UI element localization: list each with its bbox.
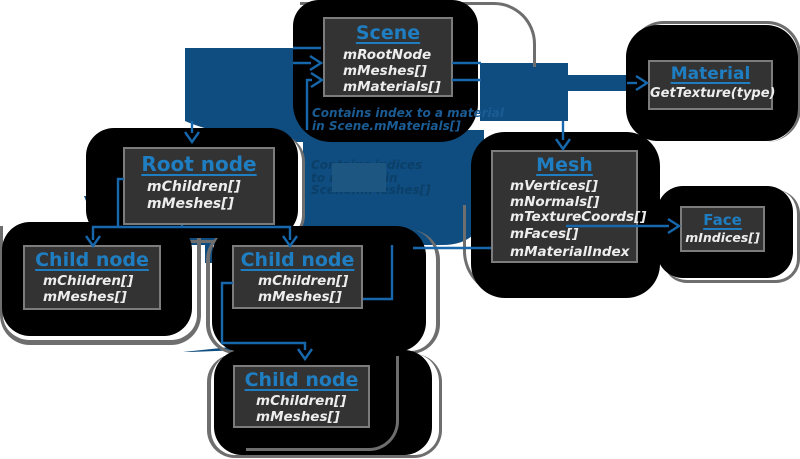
node-child1: Child node mChildren[] mMeshes[] bbox=[23, 245, 161, 310]
mesh-field-mvertices: mVertices[] bbox=[510, 178, 598, 194]
scene-field-mrootnode: mRootNode bbox=[343, 47, 432, 63]
line-child2-mchildren bbox=[220, 281, 307, 350]
face-title: Face bbox=[703, 211, 742, 229]
line-child2-mmeshes-up bbox=[363, 245, 394, 301]
mesh-field-mtexturecoords: mTextureCoords[] bbox=[510, 209, 647, 225]
arrowhead-scene-mmeshes bbox=[309, 54, 324, 72]
gray-arc-face bbox=[663, 190, 800, 283]
root-field-mmeshes: mMeshes[] bbox=[147, 196, 234, 212]
note-line: in Scene.mMaterials[] bbox=[312, 118, 461, 133]
root-field-mchildren: mChildren[] bbox=[147, 179, 241, 195]
line-scene-mmaterials-left bbox=[305, 78, 312, 130]
scene-title: Scene bbox=[355, 22, 421, 44]
arrowhead-root bbox=[184, 131, 200, 145]
arrowhead-material bbox=[635, 74, 650, 92]
child3-title: Child node bbox=[244, 369, 359, 391]
node-face: Face mIndices[] bbox=[680, 206, 765, 252]
node-child2: Child node mChildren[] mMeshes[] bbox=[232, 245, 363, 309]
arrowhead-child1 bbox=[85, 235, 101, 249]
material-field-gettexture: GetTexture(type) bbox=[650, 86, 776, 101]
child3-field-mmeshes: mMeshes[] bbox=[256, 408, 340, 425]
child1-field-mchildren: mChildren[] bbox=[43, 273, 134, 289]
child1-title: Child node bbox=[35, 249, 149, 271]
child2-field-mchildren: mChildren[] bbox=[258, 273, 349, 289]
mesh-title: Mesh bbox=[536, 154, 593, 176]
child2-title: Child node bbox=[240, 249, 355, 271]
mesh-field-mmaterialindex: mMaterialIndex bbox=[510, 244, 630, 260]
mesh-field-mfaces: mFaces[] bbox=[510, 225, 579, 242]
arrowhead-child3 bbox=[297, 348, 313, 362]
mesh-field-mnormals: mNormals[] bbox=[510, 193, 600, 210]
scene-field-mmaterials: mMaterials[] bbox=[343, 79, 441, 95]
scene-field-mmeshes: mMeshes[] bbox=[343, 62, 427, 79]
blue-cover-glitch bbox=[332, 163, 386, 192]
child2-field-mmeshes: mMeshes[] bbox=[258, 288, 342, 305]
face-field-mindices: mIndices[] bbox=[685, 230, 760, 245]
gray-arc-material bbox=[630, 21, 800, 142]
node-scene: Scene mRootNode mMeshes[] mMaterials[] bbox=[323, 17, 453, 97]
note-line: Contains index to a material bbox=[312, 106, 504, 120]
gray-arc-child3-inner bbox=[246, 356, 399, 451]
arrowhead-mesh bbox=[555, 138, 571, 152]
gray-arc-child3 bbox=[207, 354, 442, 458]
arrowhead-scene-mmaterials bbox=[310, 71, 325, 89]
material-title: Material bbox=[670, 64, 751, 84]
node-child3: Child node mChildren[] mMeshes[] bbox=[233, 365, 370, 428]
node-mesh: Mesh mVertices[] mNormals[] mTextureCoor… bbox=[491, 150, 647, 263]
root-title: Root node bbox=[141, 152, 257, 176]
child3-field-mchildren: mChildren[] bbox=[256, 393, 347, 409]
node-material: Material GetTexture(type) bbox=[648, 60, 776, 110]
gray-arc-child1 bbox=[0, 226, 201, 345]
line-root-mchildren bbox=[116, 177, 124, 227]
arrowhead-face bbox=[667, 217, 682, 235]
arrowhead-child2 bbox=[282, 235, 298, 249]
blue-block-center bbox=[303, 130, 484, 245]
node-root: Root node mChildren[] mMeshes[] bbox=[123, 147, 275, 225]
line-children-splitter bbox=[91, 225, 292, 240]
blue-block-right bbox=[480, 63, 627, 121]
note-material-index: Contains index to a material in Scene.mM… bbox=[312, 107, 504, 132]
child1-field-mmeshes: mMeshes[] bbox=[43, 288, 127, 305]
